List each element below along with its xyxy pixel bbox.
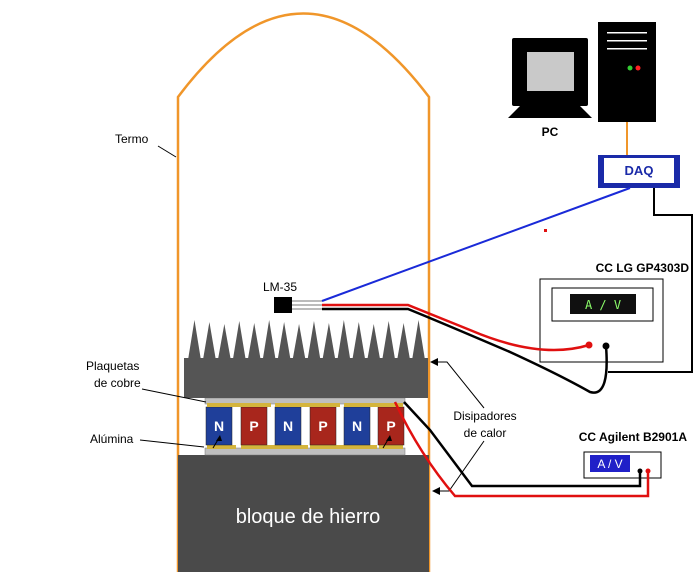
heat-sink-base [184,358,428,398]
copper-pad [207,445,236,449]
pc-tower-icon [598,22,656,122]
heat-sink-fin [337,320,351,360]
plaquetas-label-2: de cobre [94,376,141,390]
daq-black-cable [608,188,693,373]
lg-display-readout: A / V [585,298,621,312]
signal-wire-blue [321,187,631,302]
pc-label: PC [542,125,559,139]
agilent-power-supply: A / V [583,451,662,479]
copper-pad [275,403,340,407]
peltier-wire-red [393,401,650,498]
arrowhead-icon [432,487,440,495]
heat-sink-fin [322,323,336,360]
lm35-label: LM-35 [263,280,297,294]
cc-lg-label: CC LG GP4303D [596,261,690,275]
plaquetas-pointer [141,388,207,403]
disipadores-label-2: de calor [464,426,507,440]
disipadores-label-1: Disipadores [453,409,516,423]
heat-sink-fin [188,320,201,360]
termo-pointer [157,145,177,158]
iron-block-label: bloque de hierro [236,506,381,528]
leg-label: P [318,418,327,434]
red-dot [544,229,547,232]
daq-label: DAQ [625,163,654,178]
led-green [627,65,633,71]
daq-box: DAQ [598,155,680,188]
copper-pad [379,445,403,449]
cc-agilent-label: CC Agilent B2901A [579,430,688,444]
copper-pad [344,403,403,407]
leg-label: P [386,418,395,434]
heat-sink-fin [247,323,261,360]
lm35-sensor [274,297,292,313]
n-leg [274,406,302,446]
heat-sink-fin [292,324,306,360]
termo-label: Termo [115,132,149,146]
heat-sink-fin [367,324,381,360]
heat-sink-fin [262,320,276,360]
heat-sink-fin [412,320,425,360]
alumina-bottom-plate [204,447,406,456]
leg-label: N [214,418,224,434]
power-wire-black [322,307,608,394]
plaquetas-label-1: Plaquetas [86,359,139,373]
leg-label: N [352,418,362,434]
arrowhead-icon [386,435,392,441]
agilent-display-readout: A / V [597,457,622,471]
thermos-outline [176,12,431,572]
heat-sink-fin [277,322,291,360]
disipadores-arrow-top [434,361,485,409]
heat-sink-fin [217,324,231,360]
arrowhead-icon [430,358,438,366]
arrowhead-icon [216,435,222,441]
disipadores-arrow-bottom [436,440,485,492]
led-red [635,65,641,71]
heat-sink-fin [307,321,321,360]
leg-label: P [249,418,258,434]
heat-sink-fin [382,321,396,360]
heat-sink-fins [188,320,425,360]
alumina-pointer [139,439,205,448]
peltier-wire-black [403,401,642,488]
power-wire-red [322,303,590,352]
p-leg [309,406,337,446]
leg-label: N [283,418,293,434]
n-leg [343,406,371,446]
alumina-label: Alúmina [90,432,134,446]
heat-sink-fin [352,322,366,360]
copper-pad [310,445,377,449]
heat-sink-fin [202,322,216,360]
copper-pad [207,403,271,407]
iron-block [178,455,429,572]
heat-sink-fin [397,323,411,360]
pc-monitor-icon [508,38,592,118]
heat-sink-fin [232,321,246,360]
copper-pad [241,445,308,449]
p-leg [240,406,268,446]
